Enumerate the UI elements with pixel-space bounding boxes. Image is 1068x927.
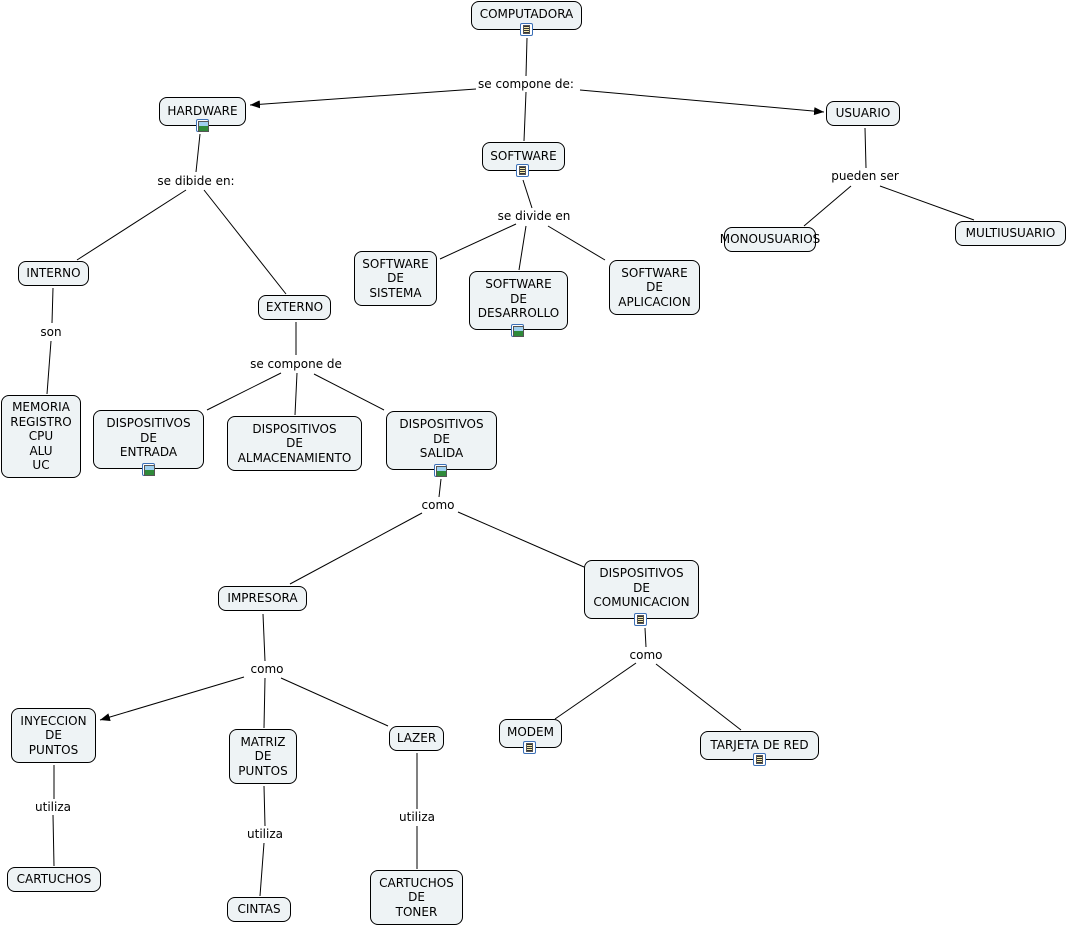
concept-cintas[interactable]: CINTAS: [227, 897, 291, 922]
link-label-utiliza: utiliza: [245, 827, 285, 841]
link-label-pueden-ser: pueden ser: [829, 169, 901, 183]
concept-software-de-desarrollo[interactable]: SOFTWARE DE DESARROLLO: [469, 271, 568, 330]
concept-dispositivos-de-comunicacion[interactable]: DISPOSITIVOS DE COMUNICACION: [584, 560, 699, 619]
concept-dispositivos-de-almacenamiento[interactable]: DISPOSITIVOS DE ALMACENAMIENTO: [227, 416, 362, 471]
concept-software[interactable]: SOFTWARE: [482, 142, 565, 171]
concept-multiusuario[interactable]: MULTIUSUARIO: [955, 221, 1066, 246]
concept-impresora[interactable]: IMPRESORA: [218, 586, 307, 611]
document-icon[interactable]: [523, 741, 536, 754]
link-label-utiliza: utiliza: [33, 800, 73, 814]
concept-lazer[interactable]: LAZER: [389, 726, 444, 751]
concept-interno[interactable]: INTERNO: [18, 261, 89, 286]
link-label-se-divide-en: se divide en: [495, 209, 573, 223]
concept-dispositivos-de-entrada[interactable]: DISPOSITIVOS DE ENTRADA: [93, 410, 204, 469]
link-label-son: son: [38, 325, 64, 339]
concept-cartuchos[interactable]: CARTUCHOS: [7, 867, 101, 892]
concept-matriz-de-puntos[interactable]: MATRIZ DE PUNTOS: [229, 729, 297, 784]
image-icon[interactable]: [511, 324, 524, 337]
concept-software-de-aplicacion[interactable]: SOFTWARE DE APLICACION: [609, 260, 700, 315]
concept-externo[interactable]: EXTERNO: [258, 295, 331, 320]
link-label-como: como: [627, 648, 665, 662]
document-icon[interactable]: [520, 23, 533, 36]
concept-inyeccion-de-puntos[interactable]: INYECCION DE PUNTOS: [11, 708, 96, 763]
link-label-utiliza: utiliza: [397, 810, 437, 824]
concept-memoria-registro-cpu-alu-uc[interactable]: MEMORIA REGISTRO CPU ALU UC: [1, 395, 81, 478]
link-label-como: como: [419, 498, 457, 512]
link-label-se-compone-de-2: se compone de: [248, 357, 344, 371]
document-icon[interactable]: [516, 164, 529, 177]
image-icon[interactable]: [434, 464, 447, 477]
image-icon[interactable]: [142, 463, 155, 476]
concept-monousuarios[interactable]: MONOUSUARIOS: [720, 227, 820, 252]
concept-dispositivos-de-salida[interactable]: DISPOSITIVOS DE SALIDA: [386, 411, 497, 470]
link-label-se-dibide-en: se dibide en:: [155, 174, 237, 188]
concept-modem[interactable]: MODEM: [499, 719, 562, 748]
concept-software-de-sistema[interactable]: SOFTWARE DE SISTEMA: [354, 251, 437, 306]
link-label-se-compone-de: se compone de:: [476, 77, 576, 91]
image-icon[interactable]: [196, 119, 209, 132]
concept-cartuchos-de-toner[interactable]: CARTUCHOS DE TONER: [370, 870, 463, 925]
concept-usuario[interactable]: USUARIO: [826, 101, 900, 126]
link-label-como: como: [248, 662, 286, 676]
document-icon[interactable]: [634, 613, 647, 626]
document-icon[interactable]: [753, 753, 766, 766]
